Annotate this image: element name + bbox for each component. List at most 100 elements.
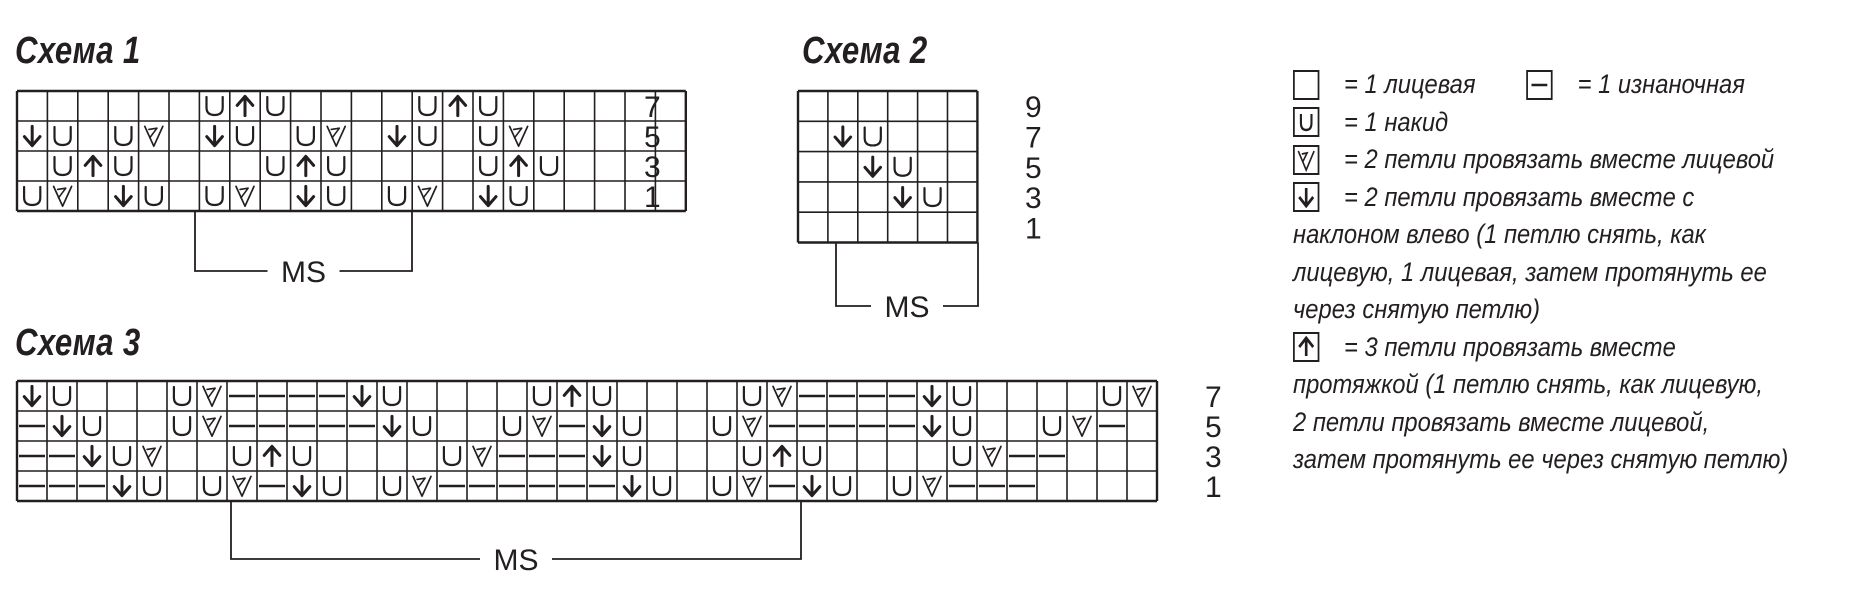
yarn-over-symbol: [802, 445, 822, 467]
yarn-over-symbol: [832, 475, 852, 497]
row-number-label: 5: [644, 121, 661, 154]
yarn-over-symbol: [742, 385, 762, 407]
ssk-decrease-symbol: [833, 125, 853, 148]
yarn-over-symbol: [52, 385, 72, 407]
row-number-label: 1: [1205, 471, 1222, 504]
k2tog-symbol: [472, 445, 492, 468]
ssk-decrease-symbol: [292, 474, 312, 498]
legend-row-yo: = 1 накид: [1293, 104, 1786, 142]
s2kp-decrease-symbol: [262, 444, 282, 468]
yarn-over-symbol: [53, 125, 72, 147]
k2tog-symbol: [982, 445, 1002, 468]
ms-label: MS: [494, 544, 539, 577]
yarn-over-symbol: [387, 185, 407, 207]
row-number-label: 9: [1025, 91, 1042, 124]
yarn-over-symbol: [114, 125, 133, 147]
yarn-over-symbol: [712, 415, 732, 437]
k2tog-symbol: [742, 475, 762, 498]
ms-repeat-bracket: MS: [194, 211, 413, 289]
legend-s2kp-line-4: затем протянуть ее через снятую петлю): [1293, 444, 1789, 474]
row-number-label: 7: [1025, 121, 1042, 154]
legend-k2tog-text: = 2 петли провязать вместе лицевой: [1344, 144, 1775, 174]
yarn-over-symbol: [172, 415, 192, 437]
yarn-over-symbol: [622, 415, 642, 437]
k2tog-symbol: [235, 185, 255, 208]
yarn-over-symbol: [172, 385, 192, 407]
ssk-decrease-symbol: [387, 124, 407, 148]
s2kp-symbol-icon: [1293, 332, 1320, 363]
yarn-over-symbol: [952, 385, 972, 407]
yarn-over-symbol: [266, 155, 285, 177]
ssk-decrease-symbol: [114, 184, 133, 208]
yarn-over-symbol-icon: [1293, 107, 1320, 138]
k2tog-symbol: [742, 415, 762, 438]
yarn-over-symbol: [112, 445, 132, 467]
yarn-over-symbol: [952, 415, 972, 437]
yarn-over-symbol: [418, 125, 437, 147]
yarn-over-symbol: [266, 95, 285, 117]
k2tog-symbol: [1072, 415, 1092, 438]
yarn-over-symbol: [322, 475, 342, 497]
chart-grid: [15, 89, 687, 213]
s2kp-decrease-symbol: [509, 154, 528, 178]
ssk-decrease-symbol: [296, 184, 316, 208]
yarn-over-symbol: [539, 155, 559, 177]
ssk-decrease-symbol: [592, 414, 612, 438]
k2tog-symbol: [412, 475, 432, 498]
chart-grid: [796, 89, 979, 244]
s2kp-decrease-symbol: [562, 384, 582, 408]
ssk-decrease-symbol: [382, 414, 402, 438]
yarn-over-symbol: [442, 445, 462, 467]
yarn-over-symbol: [622, 445, 642, 467]
ssk-decrease-symbol: [592, 444, 612, 468]
yarn-over-symbol: [232, 445, 252, 467]
row-number-label: 3: [1205, 441, 1222, 474]
ssk-decrease-symbol: [893, 185, 912, 209]
yarn-over-symbol: [82, 415, 102, 437]
ssk-decrease-symbol: [802, 474, 822, 498]
yarn-over-symbol: [292, 445, 312, 467]
k2tog-symbol: [508, 125, 529, 148]
yarn-over-symbol: [296, 125, 315, 147]
ms-bracket-line: [230, 501, 802, 560]
yarn-over-symbol: [144, 185, 163, 207]
ssk-decrease-symbol: [478, 184, 498, 208]
ssk-decrease-symbol: [52, 414, 72, 438]
k2tog-symbol: [417, 185, 438, 208]
yarn-over-symbol: [382, 475, 402, 497]
yarn-over-symbol: [652, 475, 672, 497]
yarn-over-symbol: [202, 475, 222, 497]
k2tog-symbol: [772, 385, 792, 408]
yarn-over-symbol: [509, 185, 528, 207]
s2kp-decrease-symbol: [772, 444, 792, 468]
yarn-over-symbol: [114, 155, 133, 177]
ssk-decrease-symbol: [352, 384, 372, 408]
schema2-title: Схема 2: [802, 30, 928, 72]
purl-symbol-icon: [1526, 69, 1553, 100]
yarn-over-symbol: [479, 125, 498, 147]
ms-repeat-bracket: MS: [835, 242, 979, 324]
legend-ssk-line-3: лицевую, 1 лицевая, затем протянуть ее: [1293, 256, 1767, 287]
symbol-legend: = 1 лицевая = 1 изнаночная = 1 накид = 2…: [1293, 66, 1789, 479]
ms-bracket-line: [835, 242, 979, 307]
yarn-over-symbol: [418, 95, 437, 117]
row-number-label: 3: [644, 151, 661, 184]
yarn-over-symbol: [923, 186, 942, 208]
ssk-decrease-symbol: [22, 124, 42, 148]
ssk-symbol-icon: [1293, 182, 1320, 213]
legend-row-k2tog: = 2 петли провязать вместе лицевой: [1293, 141, 1786, 179]
legend-ssk-line-4: через снятую петлю): [1293, 294, 1541, 324]
yarn-over-symbol: [479, 155, 498, 177]
yarn-over-symbol: [863, 126, 882, 147]
ms-label: MS: [281, 256, 326, 289]
yarn-over-symbol: [502, 415, 522, 437]
k2tog-symbol: [326, 125, 347, 148]
row-number-label: 1: [1025, 212, 1042, 245]
ssk-decrease-symbol: [863, 155, 883, 178]
legend-knit-text: = 1 лицевая: [1344, 69, 1476, 99]
legend-row-knit-purl: = 1 лицевая = 1 изнаночная: [1293, 66, 1786, 104]
ssk-decrease-symbol: [922, 414, 942, 438]
yarn-over-symbol: [479, 95, 498, 117]
